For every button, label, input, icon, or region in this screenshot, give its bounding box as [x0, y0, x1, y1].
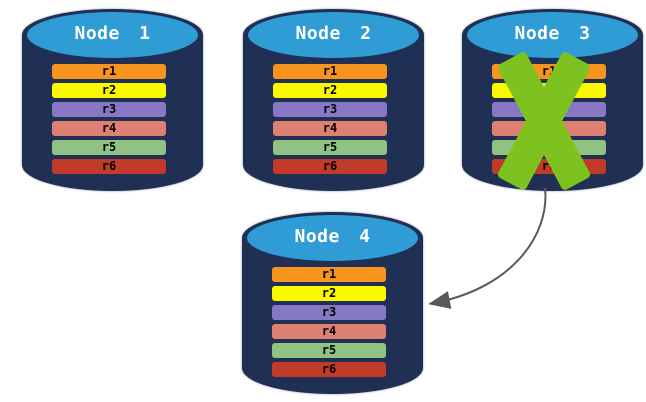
row-r4: r4: [492, 121, 606, 136]
cylinder-top: [27, 12, 198, 58]
cylinder-top: [467, 12, 638, 58]
node-title: Node 4: [294, 226, 371, 247]
node-2: Node 2 r1 r2 r3 r4 r5 r6: [243, 9, 424, 191]
row-r4: r4: [273, 121, 387, 136]
row-r4: r4: [272, 324, 386, 339]
row-r4: r4: [52, 121, 166, 136]
node-3: Node 3 r1 r2 r3 r4 r5 r6: [462, 9, 643, 192]
row-r3: r3: [273, 102, 387, 117]
node-4: Node 4 r1 r2 r3 r4 r5 r6: [242, 212, 423, 394]
node-title: Node 2: [295, 23, 372, 44]
row-r1: r1: [272, 267, 386, 282]
node-1: Node 1 r1 r2 r3 r4 r5 r6: [22, 9, 203, 191]
row-list: r1 r2 r3 r4 r5 r6: [272, 267, 386, 381]
row-r5: r5: [492, 140, 606, 155]
row-r6: r6: [492, 159, 606, 174]
failover-arrow: [428, 187, 547, 309]
row-r3: r3: [52, 102, 166, 117]
row-r3: r3: [272, 305, 386, 320]
row-r2: r2: [52, 83, 166, 98]
row-r2: r2: [272, 286, 386, 301]
row-r2: r2: [273, 83, 387, 98]
row-r5: r5: [52, 140, 166, 155]
row-r1: r1: [492, 64, 606, 79]
row-r5: r5: [273, 140, 387, 155]
cylinder-top: [248, 12, 419, 58]
row-list: r1 r2 r3 r4 r5 r6: [492, 64, 606, 178]
row-list: r1 r2 r3 r4 r5 r6: [273, 64, 387, 178]
row-r3: r3: [492, 102, 606, 117]
row-r5: r5: [272, 343, 386, 358]
row-r1: r1: [273, 64, 387, 79]
row-r1: r1: [52, 64, 166, 79]
row-r2: r2: [492, 83, 606, 98]
row-list: r1 r2 r3 r4 r5 r6: [52, 64, 166, 178]
row-r6: r6: [273, 159, 387, 174]
row-r6: r6: [52, 159, 166, 174]
node-title: Node 1: [74, 23, 151, 44]
row-r6: r6: [272, 362, 386, 377]
node-title: Node 3: [514, 23, 591, 44]
cylinder-top: [247, 215, 418, 261]
